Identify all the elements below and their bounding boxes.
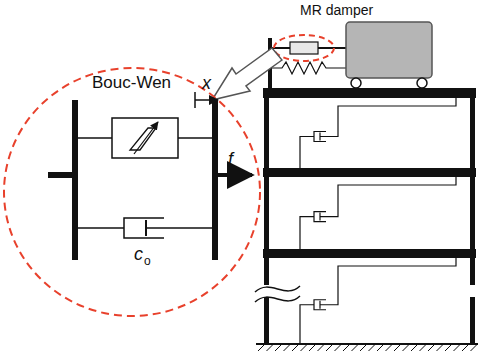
ground-hatch xyxy=(258,345,477,351)
zoom-arrow xyxy=(212,48,282,100)
story-dampers xyxy=(300,98,456,343)
callout-circle xyxy=(4,68,260,316)
break-symbol xyxy=(255,285,478,302)
mr-damper xyxy=(268,22,432,88)
force-symbol: f xyxy=(228,150,233,168)
subscript: o xyxy=(144,255,151,267)
callout-ellipse xyxy=(274,35,334,61)
component-label: MR damper xyxy=(300,3,373,17)
bouc-wen-model xyxy=(48,92,252,260)
damping-symbol: c xyxy=(134,245,143,263)
building-frame xyxy=(256,88,478,345)
displacement-symbol: x xyxy=(202,74,211,92)
model-label: Bouc-Wen xyxy=(92,74,171,91)
